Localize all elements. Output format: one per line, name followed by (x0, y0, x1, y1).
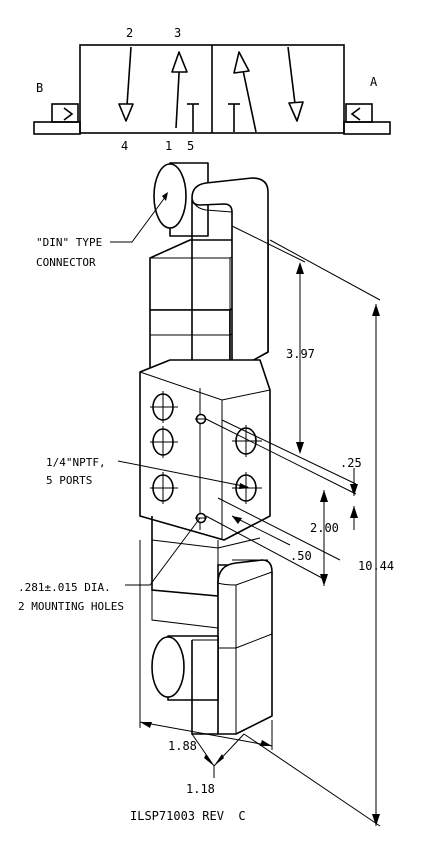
bottom-solenoid-coil (151, 516, 273, 735)
solenoid-b (33, 103, 81, 135)
dim-label-118: 1.18 (186, 782, 215, 796)
dim-188-line (139, 721, 273, 747)
din-connector-top (153, 162, 209, 237)
holes-callout-line1: .281±.015 DIA. (18, 581, 111, 594)
solenoid-label-b: B (36, 81, 43, 95)
port-label-4: 4 (121, 139, 128, 153)
din-connector-bottom (151, 635, 219, 735)
solenoid-label-a: A (370, 75, 378, 89)
arrowhead-down-left (118, 103, 134, 122)
valve-schematic-symbol: 2 3 4 1 5 B A (33, 26, 391, 153)
dimension-lines (110, 192, 381, 827)
port-label-5: 5 (187, 139, 194, 153)
din-leader (110, 195, 167, 243)
din-callout-line2: CONNECTOR (36, 256, 96, 269)
arrowhead-up-right (233, 51, 250, 74)
arrowhead-up-left (171, 51, 188, 73)
dim-label-397: 3.97 (286, 347, 315, 361)
nptf-callout-line1: 1/4"NPTF, (46, 456, 106, 469)
din-callout-line1: "DIN" TYPE (36, 236, 102, 249)
drawing-number: ILSP71003 REV C (130, 809, 246, 823)
dim-label-050: .50 (290, 549, 312, 563)
nptf-callout-line2: 5 PORTS (46, 474, 92, 487)
dim-label-200: 2.00 (310, 521, 339, 535)
dim-label-1044: 10.44 (358, 559, 394, 573)
solenoid-a (343, 103, 391, 135)
valve-isometric-view (139, 162, 273, 735)
port-label-1: 1 (165, 139, 172, 153)
nptf-leader (117, 460, 249, 488)
port-label-2: 2 (126, 26, 133, 40)
mounting-holes (195, 413, 207, 524)
port-label-3: 3 (174, 26, 181, 40)
valve-main-body (139, 359, 271, 541)
holes-leader (125, 517, 201, 586)
holes-callout-line2: 2 MOUNTING HOLES (18, 600, 124, 613)
dim-label-025: .25 (340, 456, 362, 470)
dim-label-188: 1.88 (168, 739, 197, 753)
arrowhead-down-right (288, 101, 304, 122)
